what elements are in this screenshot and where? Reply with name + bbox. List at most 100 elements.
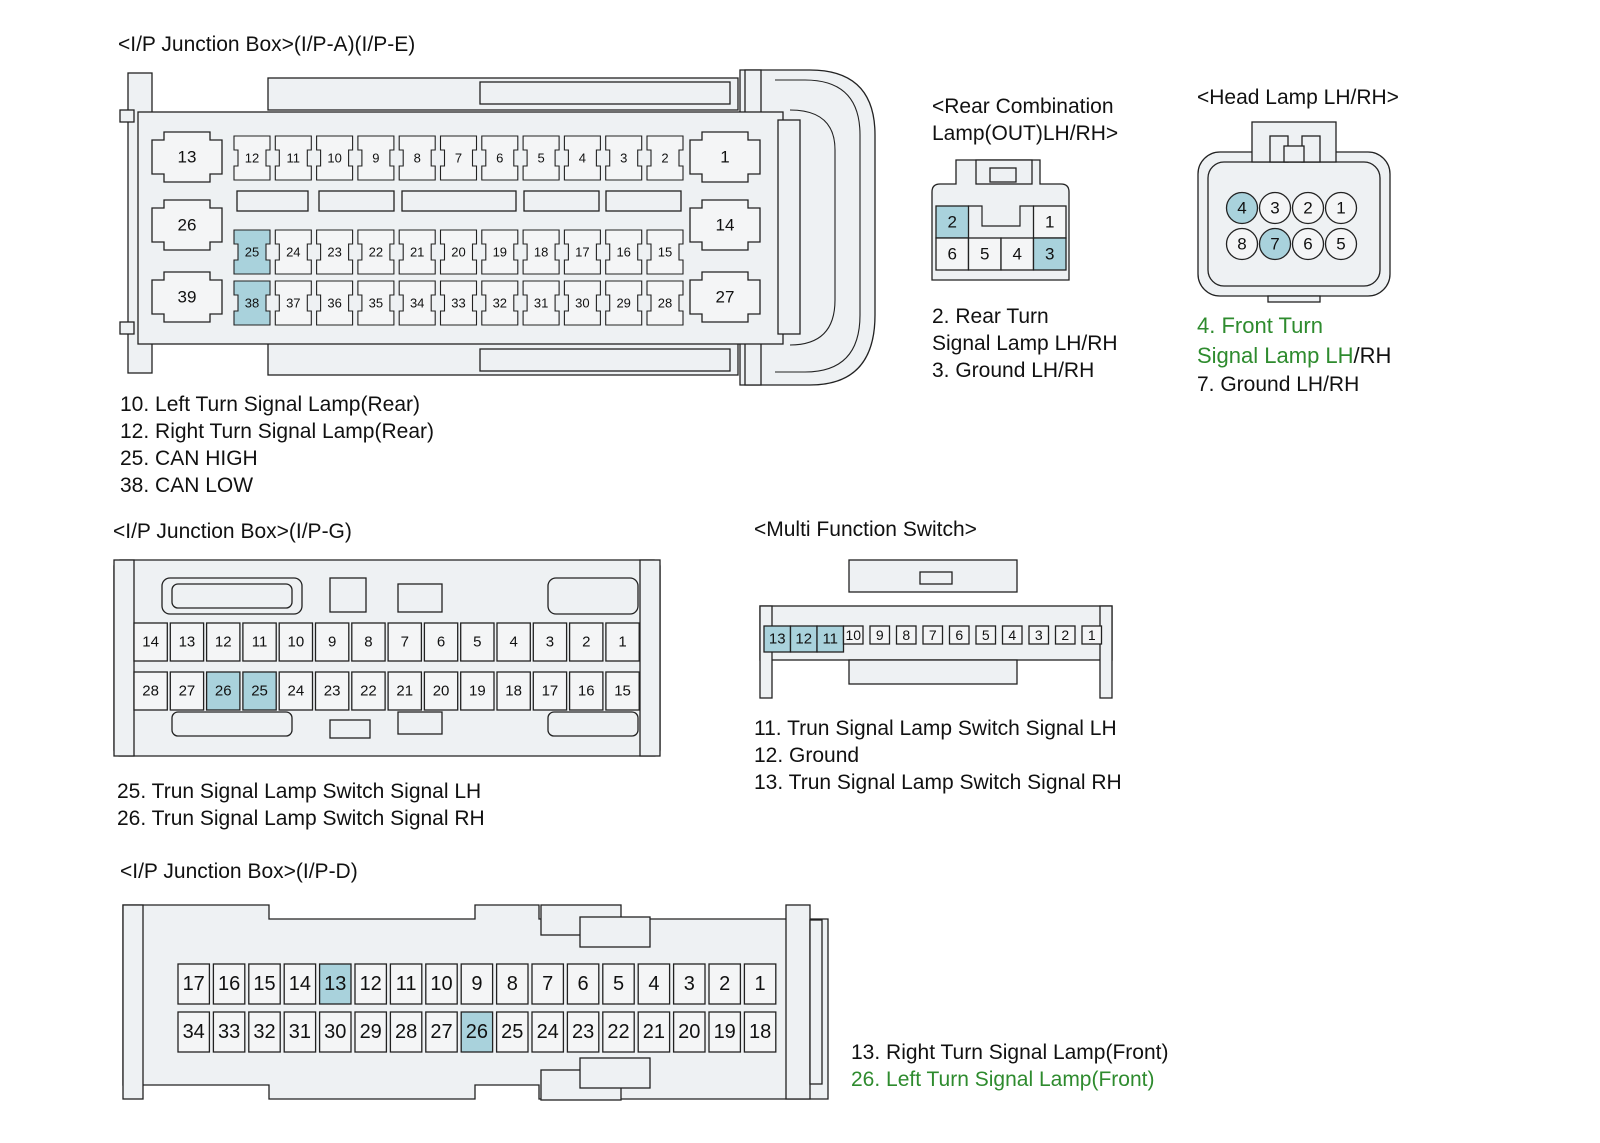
pin — [318, 1011, 352, 1053]
pin-label: 37 — [286, 296, 300, 311]
mfs-bottom-cap — [848, 659, 1018, 685]
pin — [133, 622, 168, 662]
pin — [869, 625, 891, 645]
pin — [351, 622, 386, 662]
pin — [563, 280, 601, 326]
pin — [935, 237, 970, 271]
pin-highlighted — [242, 671, 277, 711]
pin-label: 8 — [1237, 235, 1246, 254]
pin-label: 8 — [364, 634, 372, 651]
pin-label: 2 — [719, 973, 730, 995]
pin-label: 28 — [395, 1021, 417, 1043]
pin — [568, 671, 604, 711]
pin-label: 35 — [369, 296, 383, 311]
pin-label: 5 — [982, 627, 990, 643]
pin-label: 34 — [410, 296, 424, 311]
pin — [278, 622, 314, 662]
pin-highlighted — [233, 229, 271, 275]
pin — [532, 622, 568, 662]
pin — [354, 963, 388, 1005]
pin-label: 14 — [142, 634, 159, 651]
pin-label: 26 — [466, 1021, 488, 1043]
pin — [354, 1011, 388, 1053]
rear-combo-latch-inner — [989, 167, 1017, 183]
pin-label: 20 — [451, 245, 465, 260]
pin-label: 21 — [643, 1021, 665, 1043]
ipg-key — [329, 719, 371, 739]
pin-label: 5 — [537, 151, 544, 166]
pin-label: 16 — [218, 973, 240, 995]
slot — [236, 190, 309, 212]
pin-label: 5 — [613, 973, 624, 995]
pin-label: 10 — [327, 151, 341, 166]
legend-line: 26. Left Turn Signal Lamp(Front) — [851, 1068, 1155, 1091]
head-lamp-bottom-tab — [1267, 295, 1321, 303]
legend-line: 26. Trun Signal Lamp Switch Signal RH — [117, 807, 485, 830]
pin — [357, 280, 395, 326]
pin-label: 15 — [253, 973, 275, 995]
slot — [318, 190, 395, 212]
pin-label: 18 — [505, 683, 522, 700]
pin — [316, 280, 354, 326]
pin-label: 23 — [327, 245, 341, 260]
pin-label: 31 — [534, 296, 548, 311]
pin-label: 8 — [902, 627, 910, 643]
pin — [357, 135, 395, 181]
pin — [743, 963, 777, 1005]
pin-label: 13 — [324, 973, 346, 995]
pin-label: 14 — [289, 973, 311, 995]
pin-label: 22 — [607, 1021, 629, 1043]
pin — [532, 671, 568, 711]
ipd-rail-right-outer — [809, 919, 823, 1085]
pin-label: 1 — [618, 634, 626, 651]
legend-line: 11. Trun Signal Lamp Switch Signal LH — [754, 717, 1117, 740]
pin-label: 4 — [509, 634, 517, 651]
housing-tab — [119, 109, 135, 123]
pin — [460, 963, 494, 1005]
ipd-title: <I/P Junction Box>(I/P-D) — [120, 860, 358, 883]
pin-label: 3 — [1045, 245, 1054, 264]
pin — [708, 1011, 742, 1053]
pin — [522, 229, 560, 275]
housing-tab — [119, 321, 135, 335]
pin — [563, 135, 601, 181]
pin — [531, 963, 565, 1005]
pin-label: 22 — [369, 245, 383, 260]
pin-label: 18 — [749, 1021, 771, 1043]
head-lamp-notes: 4. Front Turn Signal Lamp LH/RH 7. Groun… — [1197, 311, 1391, 398]
ipa-legend: 10. Left Turn Signal Lamp(Rear)12. Right… — [120, 391, 434, 499]
pin — [233, 135, 271, 181]
pin-label: 1 — [1088, 627, 1096, 643]
pin — [274, 280, 312, 326]
pin — [212, 963, 246, 1005]
pin-label: 32 — [253, 1021, 275, 1043]
head-lamp-title: <Head Lamp LH/RH> — [1197, 86, 1399, 109]
pin-label: 9 — [372, 151, 379, 166]
pin-label: 20 — [433, 683, 450, 700]
pin — [389, 1011, 423, 1053]
pin-label: 34 — [183, 1021, 205, 1043]
pin-label: 6 — [1303, 235, 1312, 254]
pin-label: 18 — [534, 245, 548, 260]
pin — [316, 135, 354, 181]
pin — [398, 280, 436, 326]
pin — [274, 229, 312, 275]
pin — [602, 1011, 635, 1053]
pin-label: 5 — [1336, 235, 1345, 254]
pin-label: 29 — [616, 296, 630, 311]
legend-line: 2. Rear Turn — [932, 305, 1049, 328]
pin-label: 20 — [678, 1021, 700, 1043]
pin-label: 30 — [324, 1021, 346, 1043]
pin-label: 27 — [179, 683, 196, 700]
pin — [481, 229, 519, 275]
pin — [242, 622, 277, 662]
mfs-top-cap-slot — [919, 571, 953, 585]
pin-label: 17 — [542, 683, 559, 700]
pin — [316, 229, 354, 275]
pin-highlighted — [789, 625, 818, 653]
